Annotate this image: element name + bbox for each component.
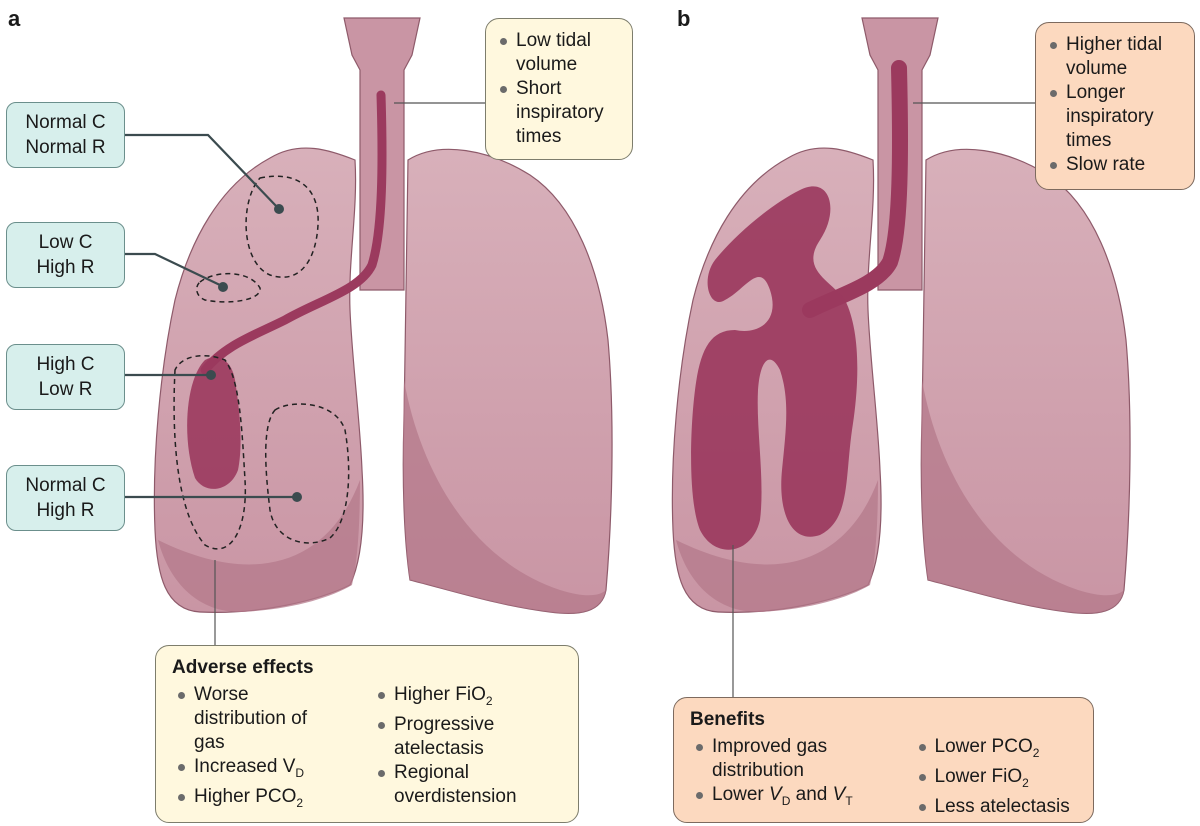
alveolar-region-a	[187, 357, 241, 489]
adverse-effects-box: Adverse effects Worse distribution of ga…	[155, 645, 579, 823]
setting-item: Longer inspiratory times	[1044, 81, 1186, 153]
benefits-title: Benefits	[690, 709, 765, 730]
effect-item: Higher FiO2	[372, 683, 552, 713]
benefit-item: Lower FiO2	[913, 765, 1077, 795]
panel-a-illustration	[125, 17, 613, 645]
setting-item: Higher tidal volume	[1044, 33, 1186, 81]
panel-a-label: a	[8, 6, 21, 31]
label-low-c-high-r: Low C High R	[6, 222, 125, 288]
effect-item: Worse distribution of gas	[172, 683, 372, 755]
airway-a	[200, 90, 387, 375]
label-normal-c-normal-r: Normal C Normal R	[6, 102, 125, 168]
effect-item: Regional overdistension	[372, 761, 552, 809]
benefit-item: Lower VD and VT	[690, 783, 913, 813]
effect-item: Progressive atelectasis	[372, 713, 552, 761]
alveolar-region-b	[691, 186, 858, 550]
benefit-item: Improved gas distribution	[690, 735, 913, 783]
settings-note-b: Higher tidal volume Longer inspiratory t…	[1035, 22, 1195, 190]
panel-b-label: b	[677, 6, 691, 31]
panel-b-illustration	[671, 17, 1131, 697]
setting-item: Short inspiratory times	[494, 77, 624, 149]
setting-item: Slow rate	[1044, 153, 1186, 177]
benefit-item: Lower PCO2	[913, 735, 1077, 765]
setting-item: Low tidal volume	[494, 29, 624, 77]
effect-item: Higher PCO2	[172, 785, 372, 815]
effect-item: Increased VD	[172, 755, 372, 785]
airway-b	[802, 60, 909, 318]
benefits-box: Benefits Improved gas distribution Lower…	[673, 697, 1094, 823]
settings-note-a: Low tidal volume Short inspiratory times	[485, 18, 633, 160]
adverse-effects-title: Adverse effects	[172, 657, 314, 678]
label-high-c-low-r: High C Low R	[6, 344, 125, 410]
benefit-item: Less atelectasis	[913, 795, 1077, 819]
label-normal-c-high-r: Normal C High R	[6, 465, 125, 531]
